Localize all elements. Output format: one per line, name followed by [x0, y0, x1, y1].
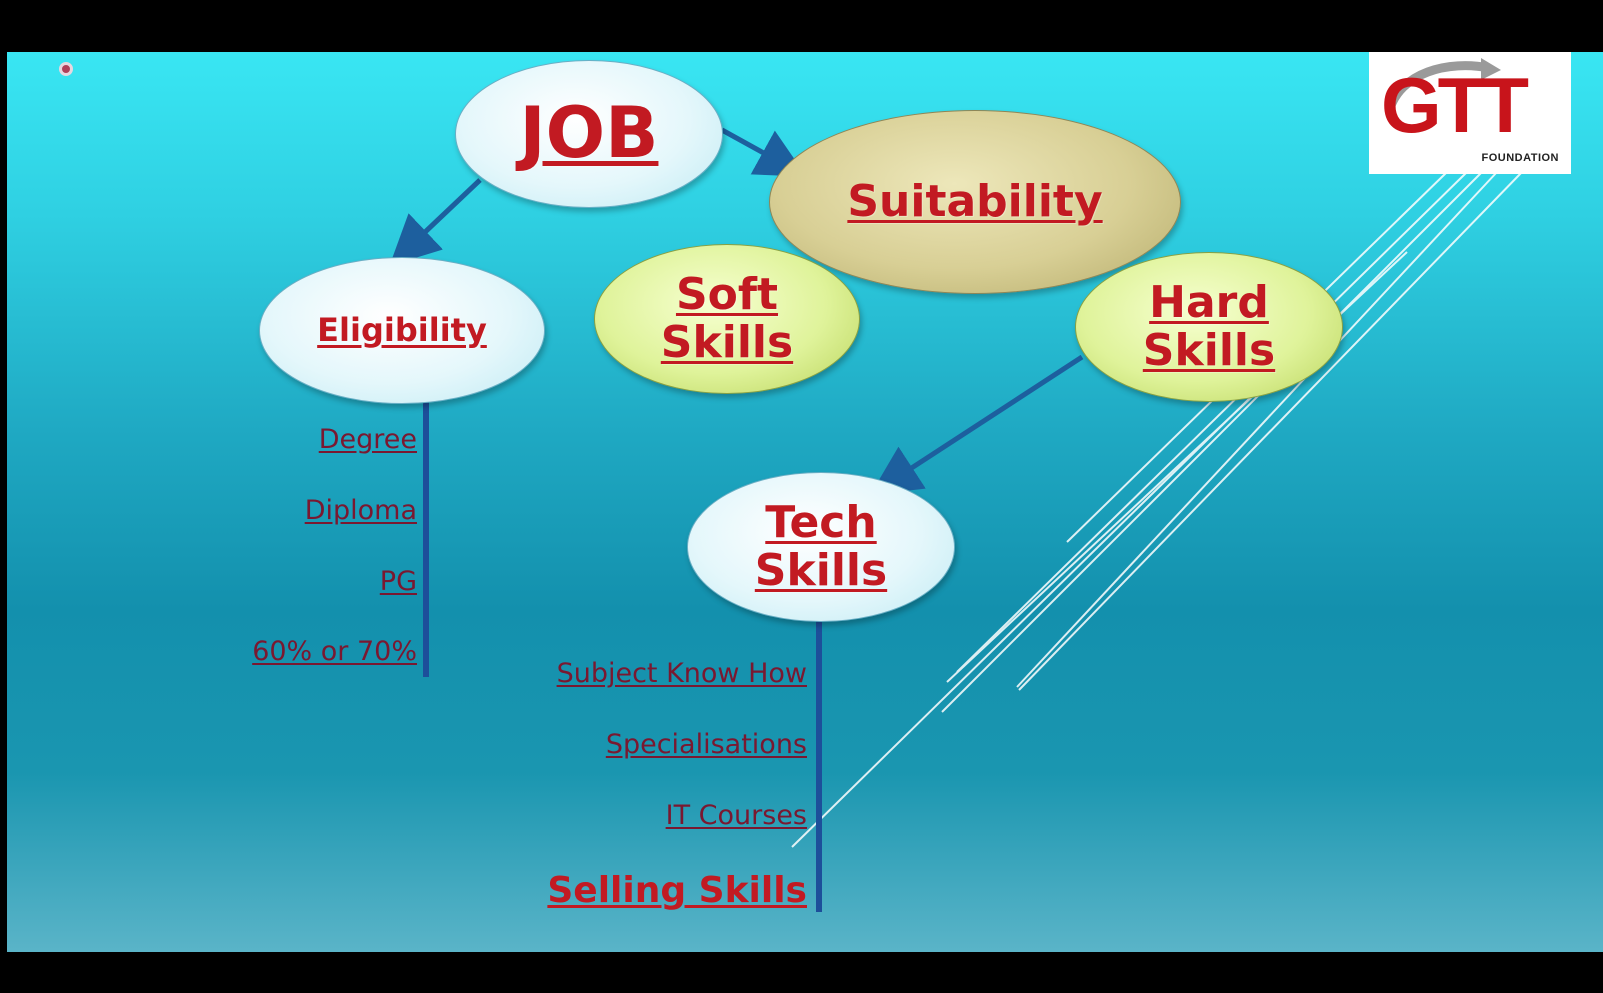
tech-skills-label-line1: Tech — [765, 497, 877, 549]
logo-mark: GTT — [1381, 61, 1529, 149]
tech-item-subject-know-how: Subject Know How — [556, 658, 807, 689]
eligibility-item-degree: Degree — [318, 424, 417, 455]
arrow-job-suitability — [720, 127, 807, 177]
soft-skills-label-line1: Soft — [675, 269, 779, 321]
hard-skills-label-line2: Skills — [1142, 325, 1276, 376]
eligibility-item-pg: PG — [379, 566, 417, 597]
logo-subtitle: FOUNDATION — [1481, 152, 1559, 164]
arrow-hard-tech — [870, 354, 1084, 495]
tech-skills-node: Tech Skills — [687, 472, 955, 622]
tech-item-it-courses: IT Courses — [665, 800, 807, 831]
tech-skills-label-line2: Skills — [754, 545, 888, 596]
tech-item-selling-skills: Selling Skills — [547, 870, 807, 911]
job-node: JOB — [455, 60, 723, 208]
job-label: JOB — [519, 92, 659, 175]
bullet-dot — [59, 62, 73, 76]
eligibility-label: Eligibility — [317, 311, 487, 350]
hard-skills-label-line1: Hard — [1149, 277, 1269, 329]
gtt-foundation-logo: GTT FOUNDATION — [1369, 52, 1571, 174]
tech-item-specialisations: Specialisations — [605, 729, 807, 760]
logo-swoosh-icon — [1384, 58, 1501, 114]
hard-skills-node: Hard Skills — [1075, 252, 1343, 402]
arrow-job-eligibility — [389, 178, 482, 266]
eligibility-node: Eligibility — [259, 257, 545, 404]
eligibility-item-diploma: Diploma — [304, 495, 417, 526]
suitability-node: Suitability — [769, 110, 1181, 294]
suitability-label: Suitability — [847, 176, 1103, 228]
soft-skills-node: Soft Skills — [594, 244, 860, 394]
eligibility-item-percentage: 60% or 70% — [252, 636, 417, 667]
soft-skills-label-line2: Skills — [660, 317, 794, 368]
slide: Suitability JOB Eligibility Soft Skills … — [7, 52, 1603, 952]
